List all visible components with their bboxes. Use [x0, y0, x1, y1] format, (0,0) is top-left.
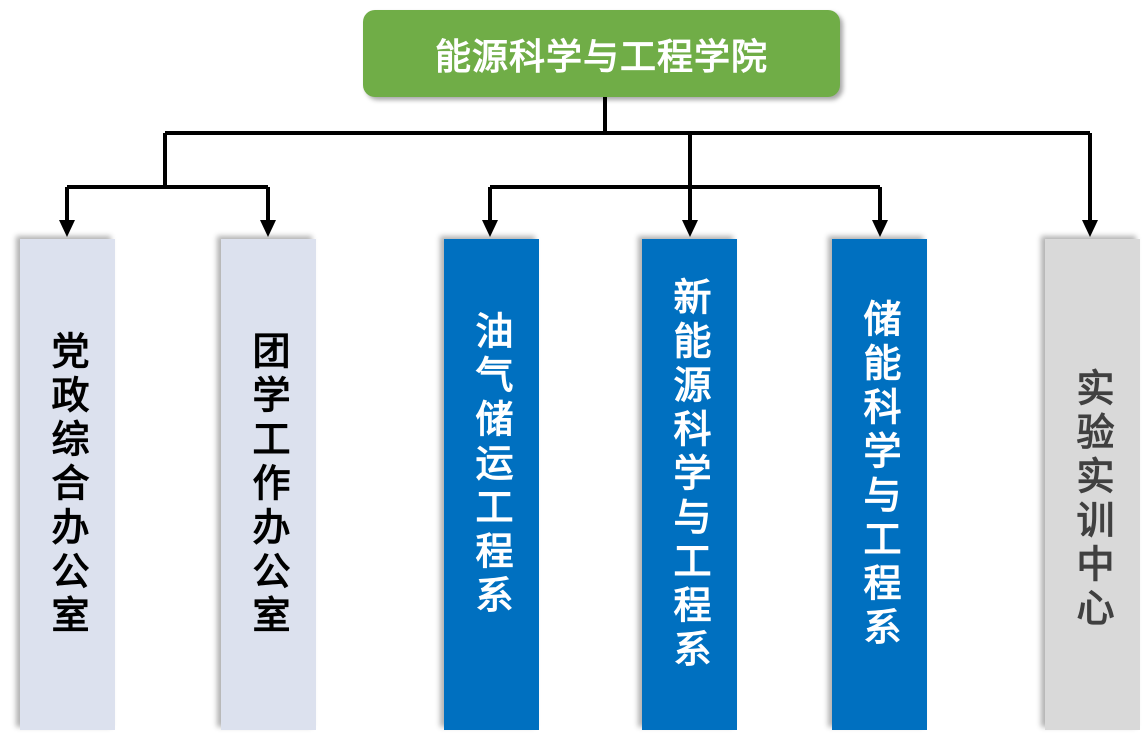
arrow-head	[260, 220, 276, 237]
dept-label: 团学工作办公室	[246, 330, 290, 639]
arrow-head	[59, 220, 75, 237]
dept-lab-center: 实验实训中心	[1045, 239, 1140, 730]
arrow-head	[872, 220, 888, 237]
root-node-college: 能源科学与工程学院	[363, 10, 840, 97]
arrow-head	[682, 220, 698, 237]
dept-label: 新能源科学与工程系	[667, 276, 711, 673]
dept-energy-storage: 储能科学与工程系	[832, 239, 927, 730]
connector-office-branch	[65, 133, 270, 222]
connector-dept-branch	[488, 133, 882, 222]
root-label: 能源科学与工程学院	[434, 36, 768, 78]
dept-label: 储能科学与工程系	[857, 298, 901, 651]
dept-party-office: 党政综合办公室	[20, 239, 115, 730]
arrow-head	[482, 220, 498, 237]
dept-oil-gas-storage: 油气储运工程系	[444, 239, 539, 730]
arrow-head	[1082, 220, 1098, 237]
dept-new-energy: 新能源科学与工程系	[642, 239, 737, 730]
dept-label: 党政综合办公室	[45, 330, 89, 639]
dept-label: 实验实训中心	[1070, 367, 1114, 632]
dept-label: 油气储运工程系	[469, 310, 513, 619]
dept-youth-office: 团学工作办公室	[221, 239, 316, 730]
